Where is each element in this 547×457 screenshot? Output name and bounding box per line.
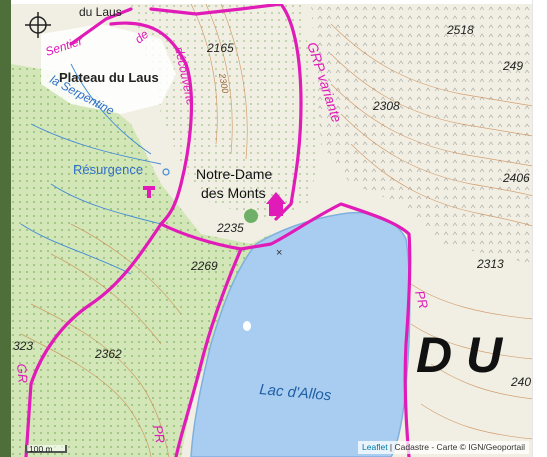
hiking-trails[interactable] [24,4,412,457]
page-scrollbar[interactable] [532,0,547,457]
locate-crosshair-icon[interactable] [25,12,51,38]
lake-islet [243,321,251,331]
label-chapel-1: Notre-Dame [196,166,272,182]
elevation-2406: 2406 [502,171,530,185]
label-chapel-2: des Monts [201,185,266,201]
forest-spot-icon [244,209,258,223]
page-background-strip [0,0,11,457]
elevation-2165: 2165 [206,41,234,55]
scale-label: 100 m [29,444,53,454]
label-gr-left: GR [14,363,31,384]
elevation-249: 249 [502,59,523,73]
leaflet-link[interactable]: Leaflet [362,442,388,452]
meadow-dots [11,64,271,457]
streams [20,63,162,275]
elevation-2518: 2518 [446,23,474,37]
attribution-text: | Cadastre - Carte © IGN/Geoportail [387,442,525,452]
elevation-2235: 2235 [216,221,244,235]
elevation-2269: 2269 [190,259,218,273]
label-laus-top: du Laus [79,5,122,19]
refuge-icon [143,186,155,198]
elevation-2300: 2300 [217,72,231,94]
label-resurgence: Résurgence [73,162,143,177]
label-lake: Lac d'Allos [259,381,333,404]
label-pr-bottom: PR [150,424,168,444]
map-viewport[interactable]: × du Laus Plateau du Laus Notre-Dame des… [11,4,533,457]
label-pr-right: PR [412,289,431,310]
cross-icon: × [276,247,282,259]
chapel-marker[interactable] [266,192,286,216]
meadow-dots-upper [131,4,321,219]
plateau-area [41,24,176,114]
spring-icon [162,168,170,176]
map-attribution: Leaflet | Cadastre - Carte © IGN/Geoport… [358,441,529,454]
rocky-slopes [311,4,533,264]
elevation-323: 323 [13,339,33,353]
topo-map[interactable]: × du Laus Plateau du Laus Notre-Dame des… [11,4,533,457]
contour-lines [20,4,533,457]
elevation-2362: 2362 [94,347,122,361]
elevation-2308: 2308 [372,99,400,113]
elevation-2313: 2313 [476,257,504,271]
label-du: D U [416,327,504,383]
elevation-240: 240 [510,375,531,389]
map-scale-bar: 100 m [25,445,67,453]
label-plateau: Plateau du Laus [59,70,159,85]
